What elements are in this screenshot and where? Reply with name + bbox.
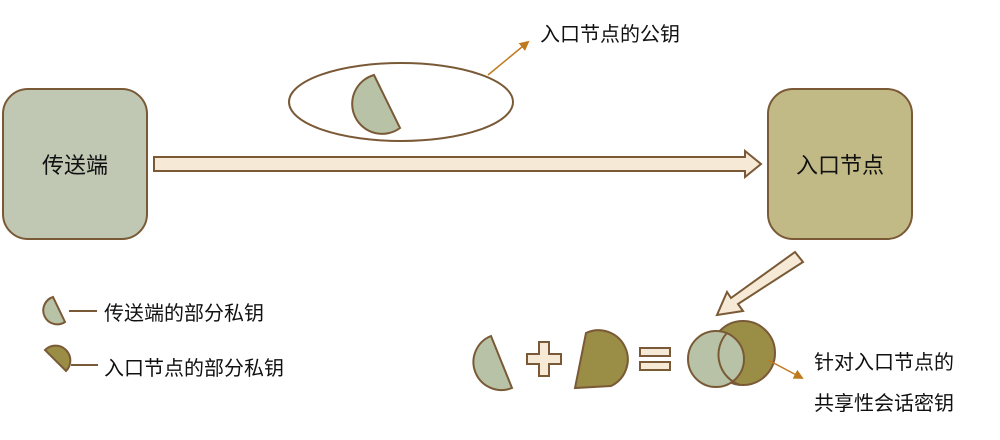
sender-node: 传送端 <box>2 88 148 240</box>
transmit-arrow <box>153 148 763 180</box>
sender-node-label: 传送端 <box>41 154 108 179</box>
equals-bar-top <box>639 347 671 357</box>
shared-key-label-line2: 共享性会话密钥 <box>814 391 954 415</box>
pubkey-pointer <box>487 40 530 76</box>
shared-key-label-line1: 针对入口节点的 <box>814 350 954 374</box>
equals-bar-bottom <box>639 361 671 371</box>
legend-sender-key-label: 传送端的部分私钥 <box>104 301 264 325</box>
legend-entry-key-icon <box>43 344 72 373</box>
shared-key-pointer <box>767 359 804 379</box>
derive-arrow <box>715 250 805 317</box>
shared-key-sender-half-icon <box>687 330 745 388</box>
entry-node: 入口节点 <box>767 88 913 240</box>
entry-node-label: 入口节点 <box>795 154 884 179</box>
equation-entry-key-icon <box>573 329 629 390</box>
legend-entry-key-label: 入口节点的部分私钥 <box>104 356 284 380</box>
entry-public-key-label: 入口节点的公钥 <box>540 22 680 46</box>
plus-sign-icon <box>526 341 562 377</box>
equation-sender-key-icon <box>472 334 514 391</box>
legend-sender-key-icon <box>42 295 67 326</box>
shared-key-overlap-edge <box>717 332 741 386</box>
public-key-piece-icon <box>351 73 402 135</box>
public-key-envelope <box>288 62 514 142</box>
